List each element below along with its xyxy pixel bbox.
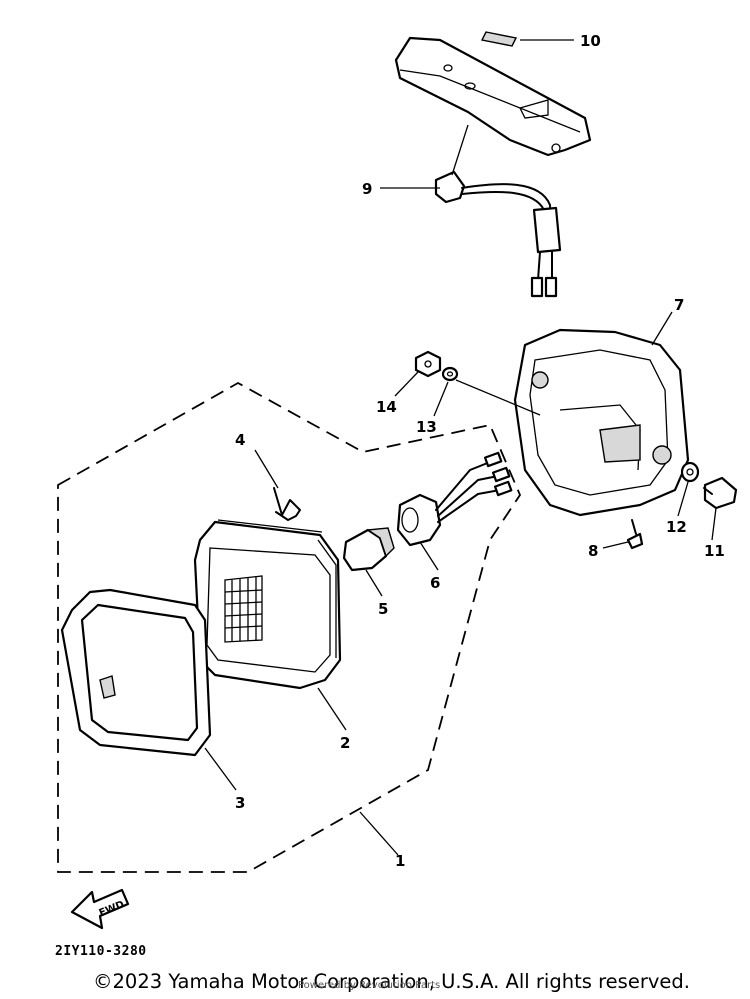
part-3-rim[interactable] <box>60 588 212 757</box>
callout-3: 3 <box>235 794 245 812</box>
callout-14: 14 <box>376 398 397 416</box>
part-13-washer[interactable] <box>441 366 459 382</box>
callout-8: 8 <box>588 542 598 560</box>
callout-2: 2 <box>340 734 350 752</box>
part-5-bulb[interactable] <box>342 527 395 572</box>
part-12-washer[interactable] <box>680 461 700 483</box>
watermark-text: Powered by Revolution Parts <box>298 980 441 991</box>
leader-lines <box>204 39 717 856</box>
assembly-boundary <box>57 381 522 873</box>
callout-9: 9 <box>362 180 372 198</box>
callout-4: 4 <box>235 431 245 449</box>
reference-code: 2IY110-3280 <box>55 944 147 959</box>
part-10-bracket[interactable] <box>394 31 592 157</box>
callout-13: 13 <box>416 418 437 436</box>
callout-6: 6 <box>430 574 440 592</box>
callout-10: 10 <box>580 32 601 50</box>
part-9-socket-cord[interactable] <box>434 170 562 298</box>
part-2-lens-unit[interactable] <box>193 519 342 690</box>
callout-12: 12 <box>666 518 687 536</box>
callout-labels: 10 9 7 14 13 4 12 11 8 6 5 2 3 1 <box>235 32 725 870</box>
part-14-nut[interactable] <box>414 350 442 378</box>
part-11-bolt[interactable] <box>703 476 738 510</box>
part-8-screw[interactable] <box>626 519 644 550</box>
callout-1: 1 <box>395 852 405 870</box>
copyright-notice: ©2023 Yamaha Motor Corporation, U.S.A. A… <box>93 970 690 993</box>
callout-11: 11 <box>704 542 725 560</box>
part-4-clip[interactable] <box>273 487 301 521</box>
fwd-arrow-icon: FWD <box>70 888 130 930</box>
callout-5: 5 <box>378 600 388 618</box>
part-7-housing[interactable] <box>513 328 690 517</box>
part-6-socket[interactable] <box>396 451 513 547</box>
callout-7: 7 <box>674 296 684 314</box>
